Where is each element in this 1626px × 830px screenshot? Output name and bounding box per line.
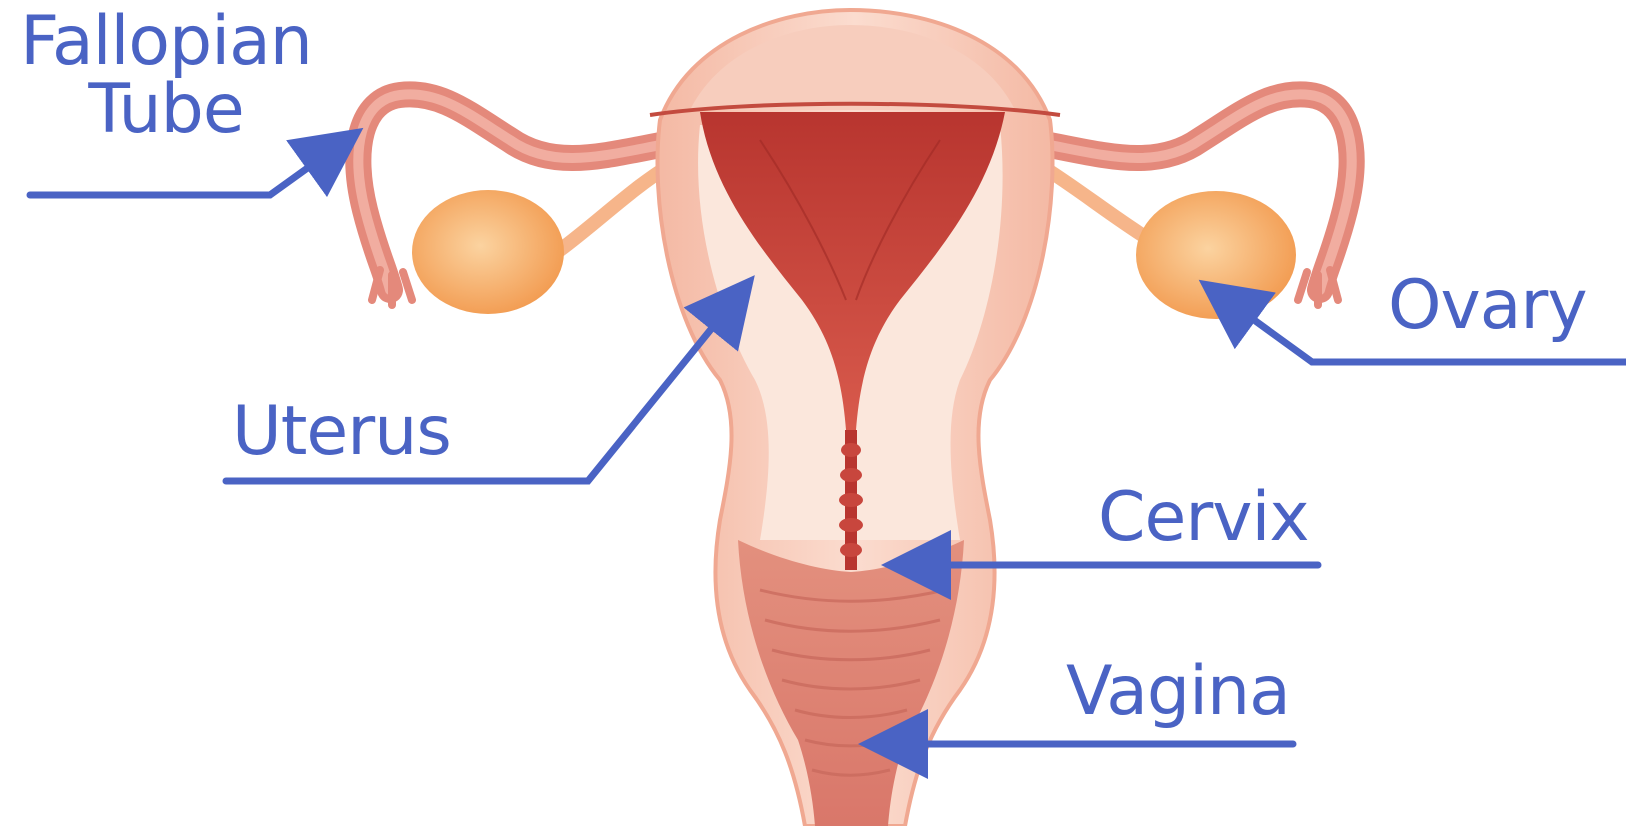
label-fallopian-line1: Fallopian [16, 8, 316, 76]
label-fallopian-tube: Fallopian Tube [16, 8, 316, 144]
label-vagina: Vagina [1066, 658, 1290, 726]
label-cervix: Cervix [1098, 484, 1309, 552]
ovary-right [1136, 191, 1296, 319]
vagina [738, 540, 964, 826]
label-uterus: Uterus [232, 398, 451, 466]
label-ovary: Ovary [1388, 272, 1587, 340]
ovarian-ligament-left [560, 165, 670, 250]
ovary-left [412, 190, 564, 314]
ovarian-ligament-right [1040, 165, 1150, 240]
label-fallopian-line2: Tube [16, 76, 316, 144]
cervical-canal [839, 430, 863, 570]
